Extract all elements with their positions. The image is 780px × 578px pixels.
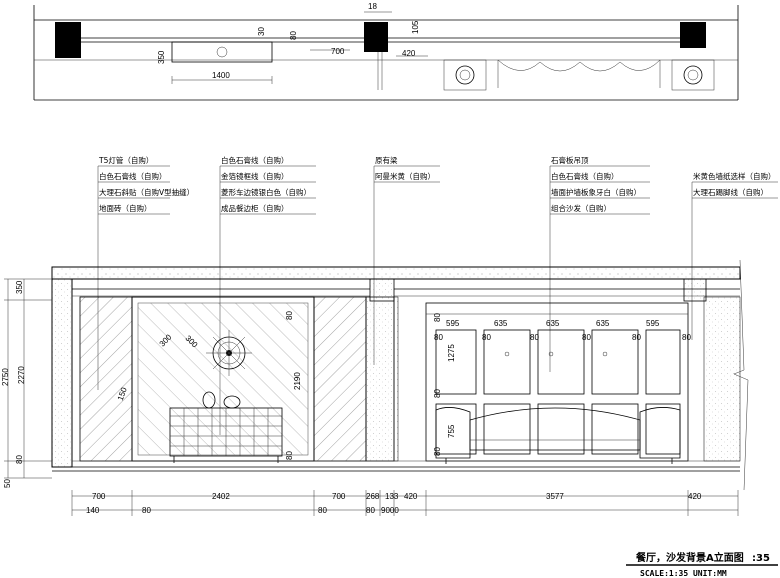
dim-panelh-80c: 80 xyxy=(433,447,442,456)
sofa-arm-left xyxy=(455,65,475,85)
beam-right xyxy=(683,278,707,302)
dim-w-80b: 80 xyxy=(318,506,327,515)
dim-panel-635b: 635 xyxy=(546,319,560,328)
note-t5-tube: T5灯管（自购） xyxy=(98,155,153,165)
dim-w-140: 140 xyxy=(86,506,100,515)
drawing-number: :35 xyxy=(752,553,770,564)
plan-dim-18: 18 xyxy=(368,2,377,11)
dim-w-420a: 420 xyxy=(404,492,418,501)
marble-panel-left xyxy=(79,296,133,462)
note-white-plaster-line: 白色石膏线（自购） xyxy=(99,171,167,181)
note-sideboard: 成品餐边柜（自购） xyxy=(221,203,289,213)
note-floor-tile: 地面砖（自购） xyxy=(99,203,152,213)
note-beige-wallpaper: 米黄色墙纸选样（自购） xyxy=(693,171,776,181)
dim-height-80: 80 xyxy=(15,455,24,464)
sideboard xyxy=(169,407,283,463)
elevation-view: 350 2750 2270 80 50 300 300 150 80 2190 … xyxy=(1,259,749,516)
left-wall xyxy=(51,278,73,468)
note-group-2: 白色石膏线（自购） 金箔镜框线（自购） 菱形车边镜银白色（自购） 成品餐边柜（自… xyxy=(219,155,316,435)
dim-mirror-2190: 2190 xyxy=(293,372,302,390)
plan-dim-700: 700 xyxy=(331,47,345,56)
column-left xyxy=(55,22,81,58)
dim-gap-80b: 80 xyxy=(482,333,491,342)
dim-gap-80d: 80 xyxy=(582,333,591,342)
dim-panelh-755: 755 xyxy=(447,424,456,438)
dim-panel-595a: 595 xyxy=(446,319,460,328)
drawing-title: 餐厅，沙发背景A立面图 xyxy=(635,551,744,564)
plan-view: 18 30 80 700 420 105 350 1400 xyxy=(33,2,739,101)
ceiling-slab xyxy=(51,266,741,280)
dim-mirror-top-80: 80 xyxy=(285,311,294,320)
plan-dim-30: 30 xyxy=(257,27,266,36)
dim-panelh-1275: 1275 xyxy=(447,344,456,362)
note-oman-beige: 阿曼米黄（自购） xyxy=(375,171,435,181)
sofa-arm-right xyxy=(683,65,703,85)
dim-marble-150: 150 xyxy=(116,386,129,402)
note-white-plaster-line-3: 白色石膏线（自购） xyxy=(551,171,619,181)
dim-height-50: 50 xyxy=(3,479,12,488)
dim-panel-635c: 635 xyxy=(596,319,610,328)
note-group-5: 米黄色墙纸选样（自购） 大理石踢脚线（自购） xyxy=(691,171,778,340)
note-diamond-mirror: 菱形车边镜银白色（自购） xyxy=(221,187,311,197)
dim-w-80c: 80 xyxy=(366,506,375,515)
plan-dim-420: 420 xyxy=(402,49,416,58)
dim-w-420b: 420 xyxy=(688,492,702,501)
dim-gap-80a: 80 xyxy=(434,333,443,342)
column-right xyxy=(680,22,706,48)
note-existing-beam: 原有梁 xyxy=(375,155,398,165)
title-block: 餐厅，沙发背景A立面图 :35 SCALE:1:35 UNIT:MM xyxy=(626,551,778,578)
note-gypsum-ceiling: 石膏板吊顶 xyxy=(551,155,589,165)
drawing-scale: SCALE:1:35 UNIT:MM xyxy=(640,569,727,578)
plan-dim-1400: 1400 xyxy=(212,71,230,80)
note-marble-diagonal: 大理石斜贴（自购V型抽缝） xyxy=(99,187,194,197)
marble-panel-right xyxy=(313,296,367,462)
plan-dim-80: 80 xyxy=(289,31,298,40)
note-gold-frame: 金箔镜框线（自购） xyxy=(221,171,289,181)
dim-w-3577: 3577 xyxy=(546,492,564,501)
oman-beige-column xyxy=(365,296,395,462)
dim-w-268: 268 xyxy=(366,492,380,501)
dim-gap-80f: 80 xyxy=(682,333,691,342)
dim-mirror-bottom-80: 80 xyxy=(285,451,294,460)
dim-gap-80c: 80 xyxy=(530,333,539,342)
dim-height-2750: 2750 xyxy=(1,368,10,386)
dim-panelh-80a: 80 xyxy=(433,313,442,322)
dim-height-2270: 2270 xyxy=(17,366,26,384)
dim-panel-635a: 635 xyxy=(494,319,508,328)
dim-w-700a: 700 xyxy=(92,492,106,501)
dim-w-2402: 2402 xyxy=(212,492,230,501)
material-notes: T5灯管（自购） 白色石膏线（自购） 大理石斜贴（自购V型抽缝） 地面砖（自购）… xyxy=(97,155,778,435)
dim-w-700b: 700 xyxy=(332,492,346,501)
plan-dim-105: 105 xyxy=(411,20,420,34)
note-white-plaster-line-2: 白色石膏线（自购） xyxy=(221,155,289,165)
dim-w-133: 133 xyxy=(385,492,399,501)
ship-wheel-decor xyxy=(206,330,252,376)
sofa xyxy=(435,407,681,464)
dim-panel-595b: 595 xyxy=(646,319,660,328)
note-sofa: 组合沙发（自购） xyxy=(551,203,611,213)
note-group-3: 原有梁 阿曼米黄（自购） xyxy=(373,155,440,365)
plan-dim-350: 350 xyxy=(157,50,166,64)
note-marble-skirting: 大理石踢脚线（自购） xyxy=(693,187,768,197)
plan-cabinet xyxy=(171,41,273,63)
column-mid xyxy=(364,22,388,52)
dim-height-350: 350 xyxy=(15,280,24,294)
dim-gap-80e: 80 xyxy=(632,333,641,342)
note-wall-panel: 墙面护墙板象牙白（自购） xyxy=(551,187,641,197)
right-wall-strip xyxy=(703,296,741,462)
dim-panelh-80b: 80 xyxy=(433,389,442,398)
dim-total-9000: 9000 xyxy=(381,506,399,515)
dim-w-80a: 80 xyxy=(142,506,151,515)
